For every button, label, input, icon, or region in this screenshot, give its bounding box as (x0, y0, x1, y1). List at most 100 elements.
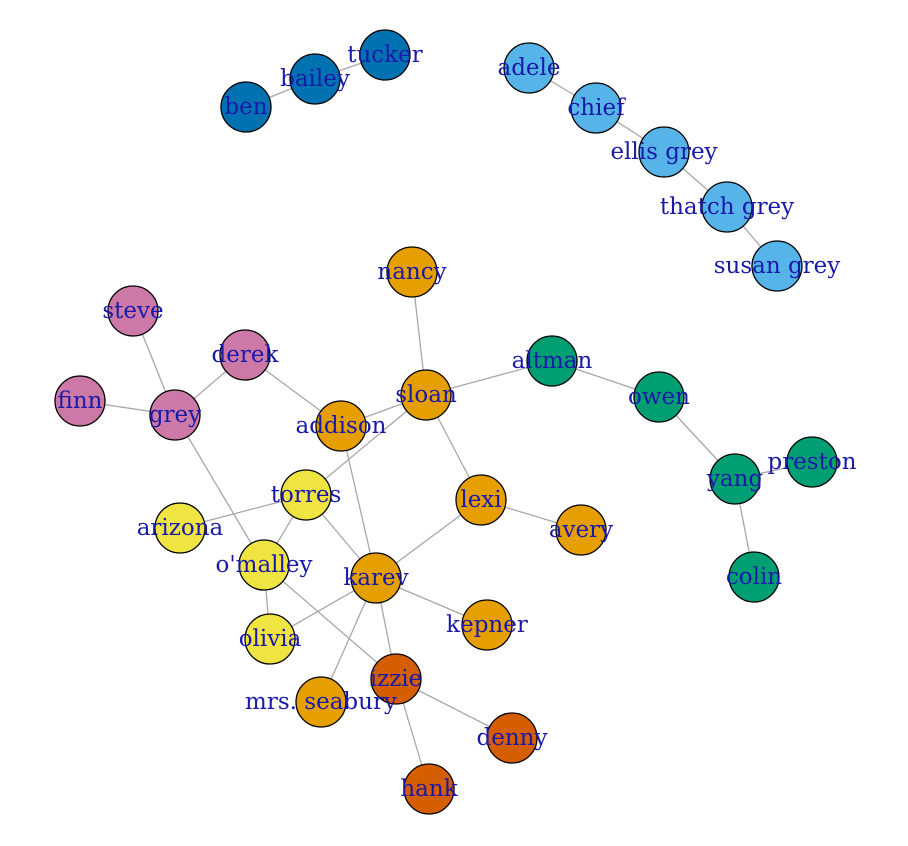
edge-grey-omalley (174, 414, 265, 566)
node-circle (403, 763, 455, 815)
node-label-thatch_grey: thatch grey (660, 194, 794, 220)
node-label-tucker: tucker (347, 42, 422, 68)
node-bailey (289, 53, 341, 105)
node-label-altman: altman (512, 348, 593, 374)
node-label-adele: adele (497, 55, 560, 81)
node-label-steve: steve (102, 298, 163, 324)
node-ellis_grey (638, 126, 690, 178)
node-arizona (154, 502, 206, 554)
node-kepner (461, 599, 513, 651)
node-label-bailey: bailey (280, 66, 350, 92)
node-label-nancy: nancy (377, 259, 446, 285)
node-circle (638, 126, 690, 178)
node-circle (400, 369, 452, 421)
node-label-grey: grey (149, 402, 201, 428)
node-grey (149, 389, 201, 441)
node-label-colin: colin (726, 564, 782, 590)
node-label-derek: derek (212, 342, 280, 368)
node-preston (786, 436, 838, 488)
node-label-torres: torres (271, 482, 342, 508)
node-olivia (244, 613, 296, 665)
node-circle (154, 502, 206, 554)
node-label-ellis_grey: ellis grey (610, 139, 717, 165)
node-label-owen: owen (628, 384, 690, 410)
node-label-lexi: lexi (460, 487, 501, 513)
node-circle (570, 82, 622, 134)
node-susan_grey (751, 240, 803, 292)
node-label-avery: avery (549, 517, 613, 543)
node-circle (751, 240, 803, 292)
node-owen (633, 371, 685, 423)
node-label-olivia: olivia (239, 626, 302, 652)
node-torres (280, 469, 332, 521)
node-chief (570, 82, 622, 134)
node-tucker (359, 29, 411, 81)
node-ben (220, 81, 272, 133)
edge-omalley-izzie (263, 564, 397, 680)
node-circle (107, 285, 159, 337)
node-circle (709, 453, 761, 505)
node-avery (555, 504, 607, 556)
node-hank (403, 763, 455, 815)
node-label-omalley: o'malley (215, 552, 312, 578)
node-circle (238, 539, 290, 591)
node-circle (455, 474, 507, 526)
node-label-preston: preston (767, 449, 856, 475)
node-circle (149, 389, 201, 441)
node-circle (295, 676, 347, 728)
node-finn (54, 375, 106, 427)
node-lexi (455, 474, 507, 526)
node-circle (370, 653, 422, 705)
node-colin (728, 551, 780, 603)
node-label-finn: finn (58, 388, 103, 414)
node-circle (786, 436, 838, 488)
node-derek (219, 329, 271, 381)
node-circle (386, 246, 438, 298)
node-altman (526, 335, 578, 387)
node-circle (701, 181, 753, 233)
node-karev (350, 552, 402, 604)
node-circle (359, 29, 411, 81)
node-label-yang: yang (706, 466, 764, 492)
node-circle (526, 335, 578, 387)
node-label-sloan: sloan (395, 382, 457, 408)
node-steve (107, 285, 159, 337)
node-label-mrs_seabury: mrs. seabury (245, 689, 397, 715)
node-label-ben: ben (224, 94, 267, 120)
node-label-arizona: arizona (137, 515, 224, 541)
node-denny (486, 712, 538, 764)
node-circle (219, 329, 271, 381)
node-label-kepner: kepner (446, 612, 528, 638)
node-omalley (238, 539, 290, 591)
node-sloan (400, 369, 452, 421)
node-circle (280, 469, 332, 521)
node-circle (289, 53, 341, 105)
node-label-addison: addison (296, 413, 387, 439)
edge-sloan-torres (305, 394, 427, 496)
node-thatch_grey (701, 181, 753, 233)
node-label-denny: denny (477, 725, 548, 751)
edge-addison-karev (340, 425, 377, 579)
node-label-hank: hank (400, 776, 458, 802)
node-circle (244, 613, 296, 665)
node-adele (503, 42, 555, 94)
node-circle (503, 42, 555, 94)
node-label-chief: chief (567, 95, 626, 121)
node-mrs_seabury (295, 676, 347, 728)
node-izzie (370, 653, 422, 705)
node-nancy (386, 246, 438, 298)
node-label-karev: karev (343, 565, 408, 591)
node-circle (633, 371, 685, 423)
node-circle (728, 551, 780, 603)
node-circle (461, 599, 513, 651)
node-circle (54, 375, 106, 427)
node-addison (315, 400, 367, 452)
node-yang (709, 453, 761, 505)
node-circle (555, 504, 607, 556)
node-circle (350, 552, 402, 604)
node-circle (486, 712, 538, 764)
node-circle (220, 81, 272, 133)
node-circle (315, 400, 367, 452)
